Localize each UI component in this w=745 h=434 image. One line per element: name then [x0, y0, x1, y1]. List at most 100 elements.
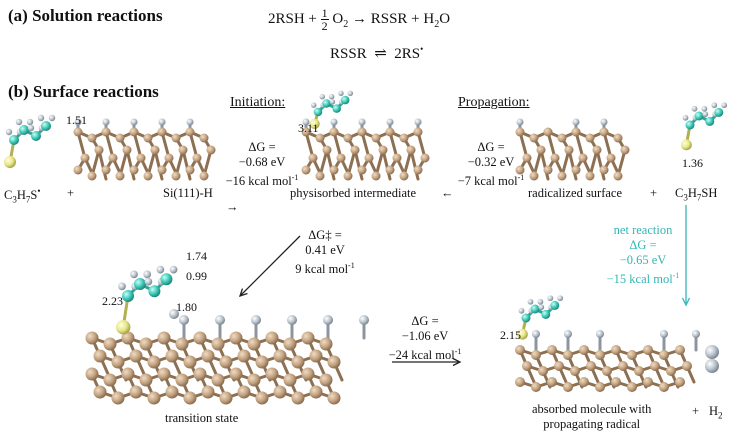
net-reaction-arrow-head: [681, 297, 691, 307]
h-atom: [721, 102, 728, 109]
si-atom: [183, 391, 197, 405]
si-atom: [650, 361, 660, 371]
h-atom: [705, 359, 719, 373]
species-absorbed: absorbed molecule with propagating radic…: [532, 402, 651, 432]
barrier-kcal-value: 9 kcal mol: [295, 262, 349, 277]
si-atom: [175, 373, 189, 387]
h-atom: [311, 102, 317, 108]
s-atom: [116, 320, 131, 335]
si-atom: [531, 382, 541, 392]
si-atom: [643, 377, 653, 387]
si-atom: [237, 349, 251, 363]
si-atom: [563, 382, 573, 392]
si-atom: [201, 349, 215, 363]
initiation-dg-label: ΔG =: [248, 140, 276, 154]
distance-1-36: 1.36: [682, 156, 703, 170]
initiation-label: Initiation:: [230, 95, 286, 110]
plus-sign-2: +: [650, 186, 658, 200]
si-atom: [371, 171, 381, 181]
si-atom: [634, 366, 644, 376]
c-atom: [134, 278, 146, 290]
si-atom: [557, 171, 567, 181]
species-c3h7s-radical: C3H7S•: [4, 186, 41, 205]
h-atom: [287, 315, 297, 325]
si-atom: [273, 349, 287, 363]
species-transition-state: transition state: [165, 411, 239, 425]
si-atom: [327, 355, 341, 369]
si-atom: [364, 153, 374, 163]
si-atom: [585, 171, 595, 181]
plus-sign-3: +: [692, 404, 700, 418]
si-atom: [185, 165, 195, 175]
si-atom: [378, 145, 388, 155]
si-atom: [327, 391, 341, 405]
si-atom: [659, 350, 669, 360]
si-atom: [343, 171, 353, 181]
si-atom: [547, 377, 557, 387]
h-atom: [532, 330, 540, 338]
si-atom: [515, 377, 525, 387]
si-atom: [193, 367, 207, 381]
c-atom: [705, 116, 715, 126]
barrier-kcal: 9 kcal mol-1: [290, 258, 360, 277]
si-atom: [599, 165, 609, 175]
si-atom: [150, 145, 160, 155]
propagation-dg-label: ΔG =: [477, 140, 505, 154]
h-atom: [169, 265, 178, 274]
si-atom: [385, 165, 395, 175]
si-atom: [183, 355, 197, 369]
si-atom: [164, 153, 174, 163]
absorbed-line-2: propagating radical: [543, 417, 641, 431]
h-atom: [358, 118, 366, 126]
si-atom: [129, 349, 143, 363]
h-atom: [596, 330, 604, 338]
initiation-ev: −0.68 eV: [238, 155, 286, 169]
si-atom: [171, 133, 181, 143]
h-atom: [328, 93, 335, 100]
si-atom: [543, 127, 553, 137]
si-atom: [147, 355, 161, 369]
si-atom: [602, 366, 612, 376]
h-atom: [516, 118, 524, 126]
h-atom: [37, 114, 45, 122]
h-atom: [527, 298, 534, 305]
si-atom: [143, 171, 153, 181]
net-reaction-title: net reaction: [613, 223, 673, 237]
si-atom: [550, 153, 560, 163]
si-atom: [108, 153, 118, 163]
h-atom: [682, 114, 689, 121]
h-atom: [27, 124, 35, 132]
propagation-kcal: −7 kcal mol-1: [456, 170, 526, 189]
s-atom: [309, 118, 320, 129]
si-atom: [211, 337, 225, 351]
ts-product-kcal: −24 kcal mol-1: [384, 344, 466, 363]
h-atom: [156, 265, 165, 274]
propagation-ev: −0.32 eV: [467, 155, 515, 169]
s-atom: [681, 139, 692, 151]
si-atom: [592, 145, 602, 155]
distance-1-51: 1.51: [66, 113, 87, 127]
h-atom: [48, 114, 56, 122]
eq1-fraction-denominator: 2: [321, 19, 328, 33]
si-atom: [157, 331, 171, 345]
h-atom: [143, 270, 152, 279]
s-atom: [4, 156, 16, 168]
si-atom: [103, 337, 117, 351]
si-atom: [350, 145, 360, 155]
barrier-kcal-exp: -1: [348, 261, 355, 270]
c-atom: [19, 125, 29, 135]
si-atom: [219, 355, 233, 369]
c-atom: [41, 121, 51, 131]
si-atom: [579, 377, 589, 387]
h-atom: [359, 315, 369, 325]
si-atom: [371, 133, 381, 143]
ts-product-arrow-head: [452, 357, 462, 367]
si-atom: [229, 367, 243, 381]
si-atom: [283, 373, 297, 387]
h-atom: [572, 118, 580, 126]
si-atom: [319, 337, 333, 351]
si-atom: [586, 361, 596, 371]
si-atom: [682, 361, 692, 371]
eq1-oxygen: O: [332, 10, 344, 27]
si-atom: [357, 165, 367, 175]
